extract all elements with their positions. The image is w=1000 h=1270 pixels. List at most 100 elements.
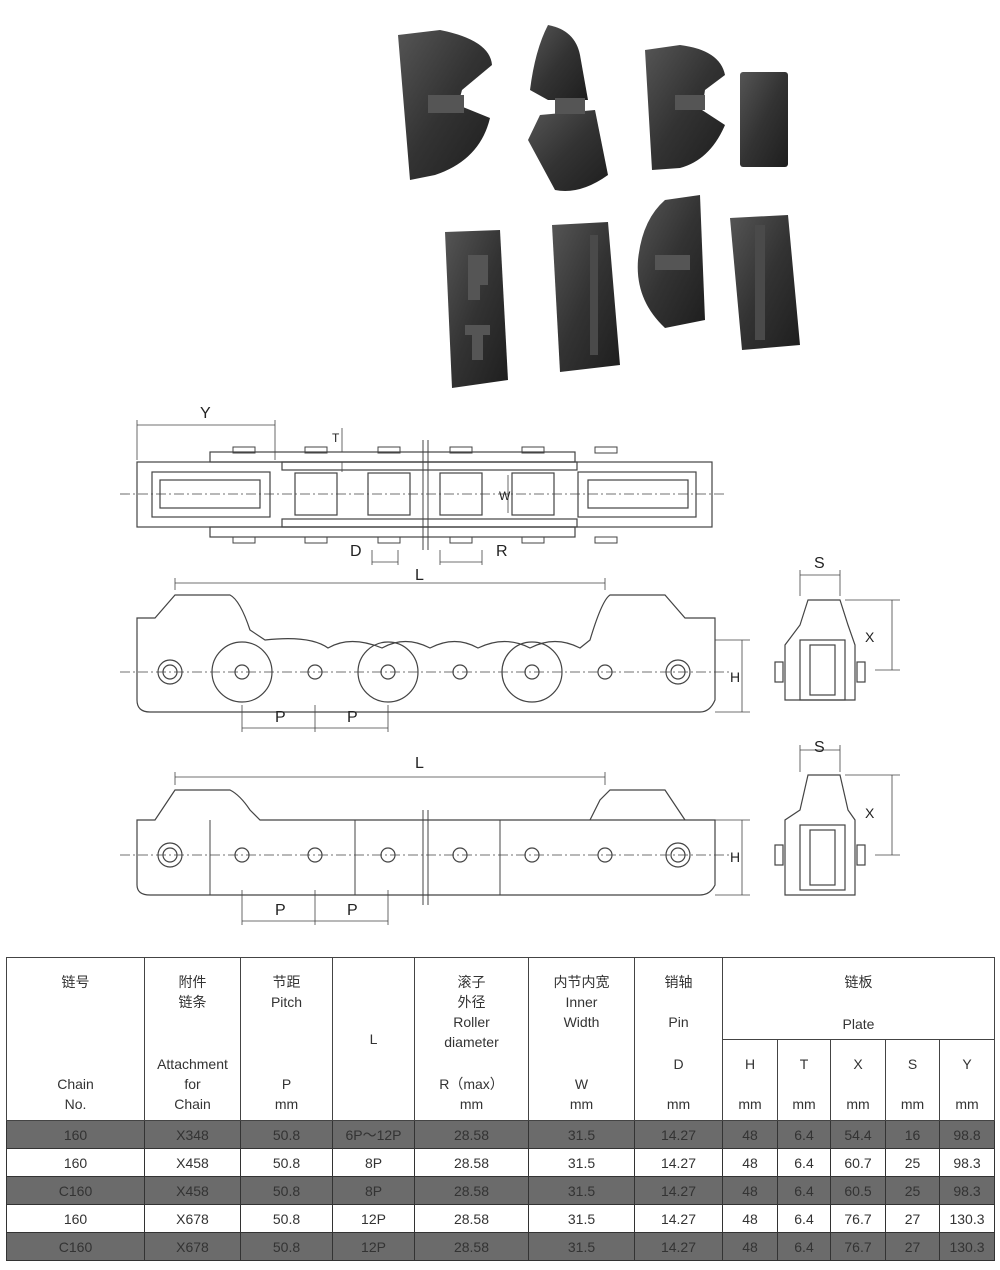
cell-y: 98.3 xyxy=(938,1176,996,1205)
cell-length: 8P xyxy=(332,1148,415,1177)
cell-pitch: 50.8 xyxy=(240,1176,333,1205)
side-view-1 xyxy=(120,578,750,732)
table-row: C160 X458 50.8 8P 28.58 31.5 14.27 48 6.… xyxy=(6,1176,996,1205)
cell-pin: 14.27 xyxy=(634,1232,723,1261)
dim-label-p-1: P xyxy=(275,709,286,726)
cell-t: 6.4 xyxy=(777,1232,831,1261)
table-row: 160 X678 50.8 12P 28.58 31.5 14.27 48 6.… xyxy=(6,1204,996,1233)
cell-t: 6.4 xyxy=(777,1176,831,1205)
dim-label-h-1: H xyxy=(730,669,740,685)
cell-pin: 14.27 xyxy=(634,1204,723,1233)
cell-x: 60.5 xyxy=(830,1176,886,1205)
dim-label-p-3: P xyxy=(275,902,286,919)
cell-h: 48 xyxy=(722,1204,778,1233)
cell-width: 31.5 xyxy=(528,1232,635,1261)
cell-chain: 160 xyxy=(6,1120,145,1149)
table-row: 160 X458 50.8 8P 28.58 31.5 14.27 48 6.4… xyxy=(6,1148,996,1177)
cell-length: 12P xyxy=(332,1232,415,1261)
cell-s: 27 xyxy=(885,1204,940,1233)
cell-pitch: 50.8 xyxy=(240,1148,333,1177)
part-photo-4 xyxy=(740,72,788,167)
cell-s: 25 xyxy=(885,1176,940,1205)
cell-roller: 28.58 xyxy=(414,1120,529,1149)
cell-attachment: X678 xyxy=(144,1204,241,1233)
cell-s: 16 xyxy=(885,1120,940,1149)
part-photo-3 xyxy=(645,45,725,170)
dim-label-r: R xyxy=(496,543,508,560)
cell-width: 31.5 xyxy=(528,1176,635,1205)
cell-x: 76.7 xyxy=(830,1204,886,1233)
cell-x: 60.7 xyxy=(830,1148,886,1177)
cell-s: 25 xyxy=(885,1148,940,1177)
cell-chain: 160 xyxy=(6,1148,145,1177)
cell-y: 130.3 xyxy=(938,1204,996,1233)
end-view-1 xyxy=(774,570,900,701)
cell-pin: 14.27 xyxy=(634,1148,723,1177)
part-photo-1 xyxy=(398,30,492,180)
cell-width: 31.5 xyxy=(528,1148,635,1177)
cell-length: 6P～12P xyxy=(332,1120,415,1149)
cell-t: 6.4 xyxy=(777,1148,831,1177)
cell-attachment: X348 xyxy=(144,1120,241,1149)
end-view-2 xyxy=(774,745,900,896)
cell-attachment: X458 xyxy=(144,1148,241,1177)
part-photo-5 xyxy=(445,230,508,388)
plan-view xyxy=(120,420,725,565)
dim-label-h-2: H xyxy=(730,849,740,865)
dim-label-t: T xyxy=(332,431,340,445)
cell-h: 48 xyxy=(722,1120,778,1149)
cell-s: 27 xyxy=(885,1232,940,1261)
cell-attachment: X678 xyxy=(144,1232,241,1261)
dim-label-s-1: S xyxy=(814,555,825,572)
cell-length: 12P xyxy=(332,1204,415,1233)
cell-roller: 28.58 xyxy=(414,1148,529,1177)
part-photo-7 xyxy=(637,195,705,328)
dim-label-x-1: X xyxy=(865,629,875,645)
cell-x: 76.7 xyxy=(830,1232,886,1261)
cell-pin: 14.27 xyxy=(634,1176,723,1205)
dim-label-l-2: L xyxy=(415,755,424,772)
cell-roller: 28.58 xyxy=(414,1176,529,1205)
cell-pitch: 50.8 xyxy=(240,1204,333,1233)
cell-chain: 160 xyxy=(6,1204,145,1233)
cell-chain: C160 xyxy=(6,1176,145,1205)
cell-h: 48 xyxy=(722,1176,778,1205)
side-view-2 xyxy=(120,772,750,925)
cell-width: 31.5 xyxy=(528,1120,635,1149)
dim-label-p-2: P xyxy=(347,709,358,726)
cell-t: 6.4 xyxy=(777,1120,831,1149)
dim-label-y: Y xyxy=(200,405,211,422)
cell-y: 98.3 xyxy=(938,1148,996,1177)
part-photo-2 xyxy=(528,25,608,191)
header-plate: 链板 Plate xyxy=(721,957,996,1040)
chain-technical-drawing: Y T W D R L P P H S X L P P H S X xyxy=(120,405,900,925)
dim-label-l-1: L xyxy=(415,567,424,584)
cell-pitch: 50.8 xyxy=(240,1120,333,1149)
cell-length: 8P xyxy=(332,1176,415,1205)
cell-y: 130.3 xyxy=(938,1232,996,1261)
cell-roller: 28.58 xyxy=(414,1232,529,1261)
table-row: 160 X348 50.8 6P～12P 28.58 31.5 14.27 48… xyxy=(6,1120,996,1149)
header-length: L xyxy=(332,957,415,1121)
dim-label-x-2: X xyxy=(865,805,875,821)
dim-label-p-4: P xyxy=(347,902,358,919)
cell-y: 98.8 xyxy=(938,1120,996,1149)
part-photo-8 xyxy=(730,215,800,350)
cell-h: 48 xyxy=(722,1232,778,1261)
cell-chain: C160 xyxy=(6,1232,145,1261)
table-row: C160 X678 50.8 12P 28.58 31.5 14.27 48 6… xyxy=(6,1232,996,1261)
cell-t: 6.4 xyxy=(777,1204,831,1233)
cell-h: 48 xyxy=(722,1148,778,1177)
cell-pitch: 50.8 xyxy=(240,1232,333,1261)
cell-width: 31.5 xyxy=(528,1204,635,1233)
